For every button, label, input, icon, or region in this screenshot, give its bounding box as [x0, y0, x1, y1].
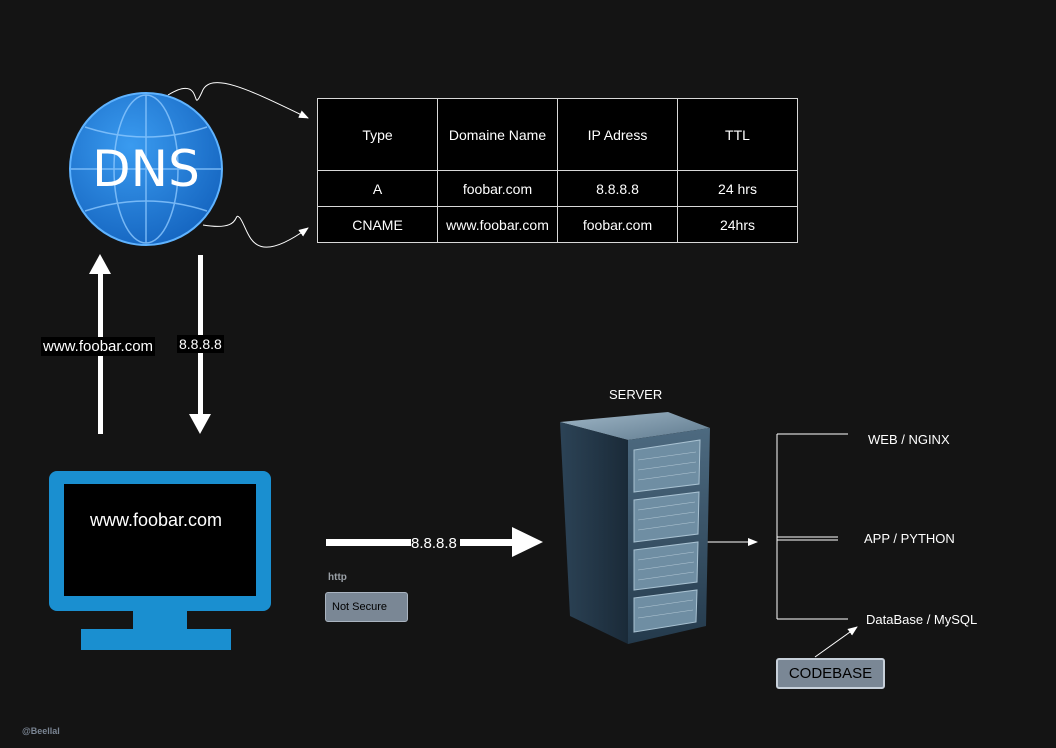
table-header-row: Type Domaine Name IP Adress TTL: [317, 98, 798, 171]
table-row: A foobar.com 8.8.8.8 24 hrs: [317, 170, 798, 207]
globe-icon: [69, 92, 223, 246]
table-cell: foobar.com: [437, 170, 558, 207]
table-cell: A: [317, 170, 438, 207]
header-ttl: TTL: [677, 98, 798, 171]
table-cell: 8.8.8.8: [557, 170, 678, 207]
table-row: CNAME www.foobar.com foobar.com 24hrs: [317, 206, 798, 243]
dns-records-table: Type Domaine Name IP Adress TTL A foobar…: [317, 98, 798, 243]
component-database: DataBase / MySQL: [866, 612, 978, 627]
header-ip-address: IP Adress: [557, 98, 678, 171]
components-bracket: [776, 433, 848, 620]
request-to-server-arrow: [326, 527, 543, 557]
response-label: 8.8.8.8: [177, 335, 224, 353]
codebase-box: CODEBASE: [776, 658, 885, 689]
flow-ip-label: 8.8.8.8: [411, 535, 457, 552]
table-cell: CNAME: [317, 206, 438, 243]
author-credit: @Beellal: [22, 726, 60, 736]
request-label: www.foobar.com: [41, 337, 156, 356]
header-domain-name: Domaine Name: [437, 98, 558, 171]
dns-label: DNS: [92, 140, 200, 198]
monitor-url: www.foobar.com: [90, 510, 223, 530]
not-secure-badge: Not Secure: [325, 592, 408, 622]
server-title: SERVER: [609, 387, 663, 402]
server-rack-icon: [558, 410, 712, 646]
protocol-label: http: [328, 572, 347, 583]
component-web: WEB / NGINX: [868, 432, 950, 447]
table-cell: foobar.com: [557, 206, 678, 243]
table-cell: www.foobar.com: [437, 206, 558, 243]
dns-icon: DNS: [67, 92, 225, 247]
table-cell: 24hrs: [677, 206, 798, 243]
monitor-icon: www.foobar.com: [47, 469, 273, 652]
table-cell: 24 hrs: [677, 170, 798, 207]
header-type: Type: [317, 98, 438, 171]
dns-to-table-arrow-top: [167, 82, 309, 119]
codebase-to-db-arrow: [814, 626, 858, 658]
component-app: APP / PYTHON: [864, 531, 955, 546]
dns-to-table-arrow-bottom: [202, 215, 309, 248]
